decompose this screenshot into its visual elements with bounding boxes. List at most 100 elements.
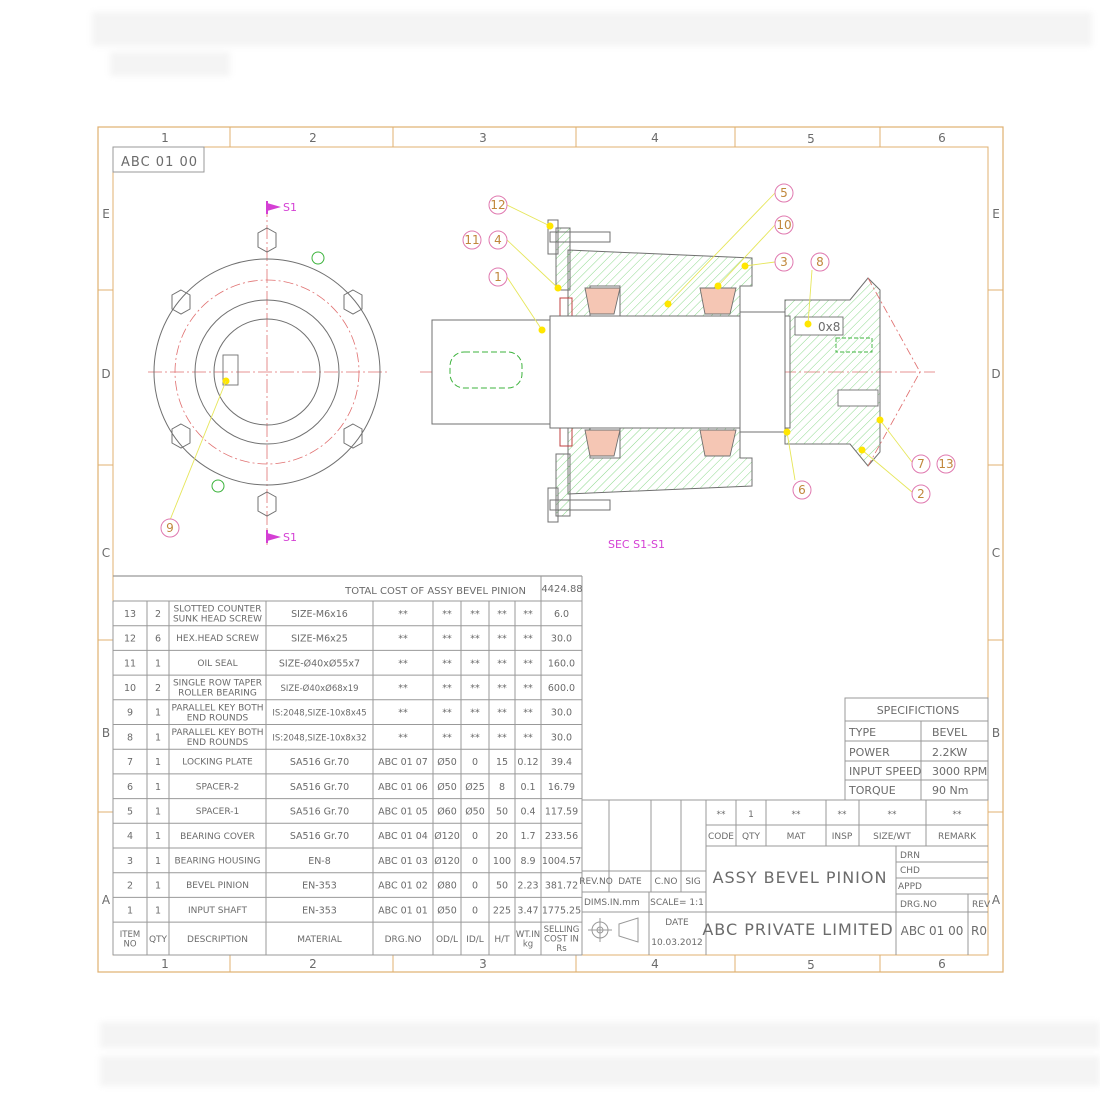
bom-cell: ** bbox=[497, 683, 507, 694]
bom-cell: Ø50 bbox=[437, 757, 457, 768]
bom-cell: BEARING HOUSING bbox=[174, 857, 260, 867]
bom-cell: PARALLEL KEY BOTH bbox=[172, 703, 264, 713]
bom-total-value: 4424.88 bbox=[541, 584, 582, 595]
svg-text:SIZE/WT: SIZE/WT bbox=[873, 832, 911, 842]
svg-text:DATE: DATE bbox=[618, 877, 642, 887]
bom-cell: WT.IN bbox=[516, 930, 540, 940]
bom-cell: 2 bbox=[155, 683, 161, 694]
bom-cell: 10 bbox=[124, 683, 136, 694]
bom-cell: EN-8 bbox=[308, 856, 331, 867]
bom-table: TOTAL COST OF ASSY BEVEL PINION 4424.88 … bbox=[112, 575, 583, 956]
bom-cell: COST IN bbox=[544, 935, 579, 945]
bom-cell: SA516 Gr.70 bbox=[290, 757, 349, 768]
bom-cell: 12 bbox=[124, 634, 136, 645]
bom-cell: DESCRIPTION bbox=[187, 935, 248, 945]
bom-cell: ** bbox=[398, 683, 408, 694]
drawing-id-box bbox=[112, 146, 205, 173]
bom-cell: ABC 01 06 bbox=[378, 782, 428, 793]
bom-cell: 16.79 bbox=[548, 782, 575, 793]
svg-text:1: 1 bbox=[748, 810, 754, 820]
bom-cell: END ROUNDS bbox=[187, 713, 249, 723]
col-label-bottom: 6 bbox=[938, 957, 946, 971]
section-label: SEC S1-S1 bbox=[608, 538, 665, 551]
bom-cell: SLOTTED COUNTER bbox=[174, 605, 262, 615]
blurred-toolbar bbox=[92, 12, 1092, 46]
svg-text:S1: S1 bbox=[283, 531, 297, 544]
bom-cell: 30.0 bbox=[551, 634, 572, 645]
bom-cell: 3 bbox=[127, 856, 133, 867]
svg-text:REV: REV bbox=[972, 900, 991, 910]
bom-cell: Ø50 bbox=[437, 782, 457, 793]
bom-cell: Ø25 bbox=[465, 782, 485, 793]
row-label-left: C bbox=[102, 546, 110, 560]
bom-cell: PARALLEL KEY BOTH bbox=[172, 728, 264, 738]
bom-cell: IS:2048,SIZE-10x8x45 bbox=[272, 709, 366, 719]
bom-cell: ** bbox=[398, 609, 408, 620]
bom-cell: END ROUNDS bbox=[187, 738, 249, 748]
svg-text:TYPE: TYPE bbox=[848, 726, 876, 739]
svg-text:DATE: DATE bbox=[665, 918, 689, 928]
row-label-left: D bbox=[101, 367, 110, 381]
bom-cell: H/T bbox=[494, 935, 510, 945]
balloon-3: 3 bbox=[780, 255, 788, 269]
bom-cell: 8 bbox=[127, 732, 133, 743]
bom-cell: 0 bbox=[472, 757, 478, 768]
front-view-flange[interactable] bbox=[148, 203, 390, 545]
bom-cell: NO bbox=[123, 939, 136, 949]
bom-cell: ** bbox=[523, 658, 533, 669]
row-label-right: E bbox=[992, 207, 1000, 221]
bom-cell: 8 bbox=[499, 782, 505, 793]
leader-dots bbox=[538, 222, 884, 454]
bom-cell: ** bbox=[497, 634, 507, 645]
bom-cell: 0.4 bbox=[520, 806, 535, 817]
bom-cell: 6.0 bbox=[554, 609, 569, 620]
bom-cell: ** bbox=[470, 609, 480, 620]
svg-text:APPD: APPD bbox=[898, 882, 922, 892]
bom-cell: 1775.25 bbox=[542, 905, 581, 916]
bom-total-label: TOTAL COST OF ASSY BEVEL PINION bbox=[344, 586, 526, 597]
bom-cell: 11 bbox=[124, 658, 136, 669]
section-view-assembly[interactable] bbox=[420, 219, 935, 523]
bom-cell: 233.56 bbox=[545, 831, 578, 842]
bom-cell: ABC 01 03 bbox=[378, 856, 428, 867]
bom-cell: SINGLE ROW TAPER bbox=[173, 679, 262, 689]
bom-cell: 1 bbox=[155, 708, 161, 719]
bom-cell: Ø50 bbox=[465, 806, 485, 817]
bom-cell: SIZE-M6x25 bbox=[291, 634, 348, 645]
row-label-left: A bbox=[102, 893, 111, 907]
bom-cell: 1 bbox=[155, 757, 161, 768]
bom-cell: 0.1 bbox=[520, 782, 535, 793]
bom-cell: 15 bbox=[496, 757, 508, 768]
col-label-bottom: 1 bbox=[161, 957, 169, 971]
bom-cell: 1 bbox=[155, 881, 161, 892]
drawing-title: ASSY BEVEL PINION bbox=[713, 868, 888, 887]
spec-title: SPECIFICTIONS bbox=[877, 704, 960, 717]
bom-cell: Ø120 bbox=[434, 856, 460, 867]
row-label-left: B bbox=[102, 726, 110, 740]
title-block bbox=[582, 799, 988, 955]
bom-cell: 50 bbox=[496, 806, 508, 817]
svg-text:REMARK: REMARK bbox=[938, 832, 977, 842]
bom-cell: ABC 01 07 bbox=[378, 757, 428, 768]
svg-text:CODE: CODE bbox=[708, 832, 734, 842]
balloon-11: 11 bbox=[464, 233, 479, 247]
bom-cell: ** bbox=[523, 683, 533, 694]
bom-cell: 1 bbox=[155, 905, 161, 916]
bom-cell: ** bbox=[497, 708, 507, 719]
bom-cell: HEX.HEAD SCREW bbox=[176, 634, 259, 644]
svg-text:INSP: INSP bbox=[832, 832, 853, 842]
balloons: 12 11 4 1 5 10 3 8 9 6 7 13 2 bbox=[160, 183, 956, 538]
bom-cell: ** bbox=[470, 732, 480, 743]
zone-ticks bbox=[98, 127, 1003, 972]
svg-text:S1: S1 bbox=[283, 201, 297, 214]
bom-cell: ** bbox=[470, 658, 480, 669]
bom-cell: 2.23 bbox=[517, 881, 538, 892]
bom-cell: Ø120 bbox=[434, 831, 460, 842]
bom-cell: ** bbox=[523, 732, 533, 743]
svg-text:QTY: QTY bbox=[742, 832, 761, 842]
bom-cell: Ø80 bbox=[437, 881, 457, 892]
bom-cell: ** bbox=[442, 683, 452, 694]
bom-cell: 2 bbox=[155, 609, 161, 620]
